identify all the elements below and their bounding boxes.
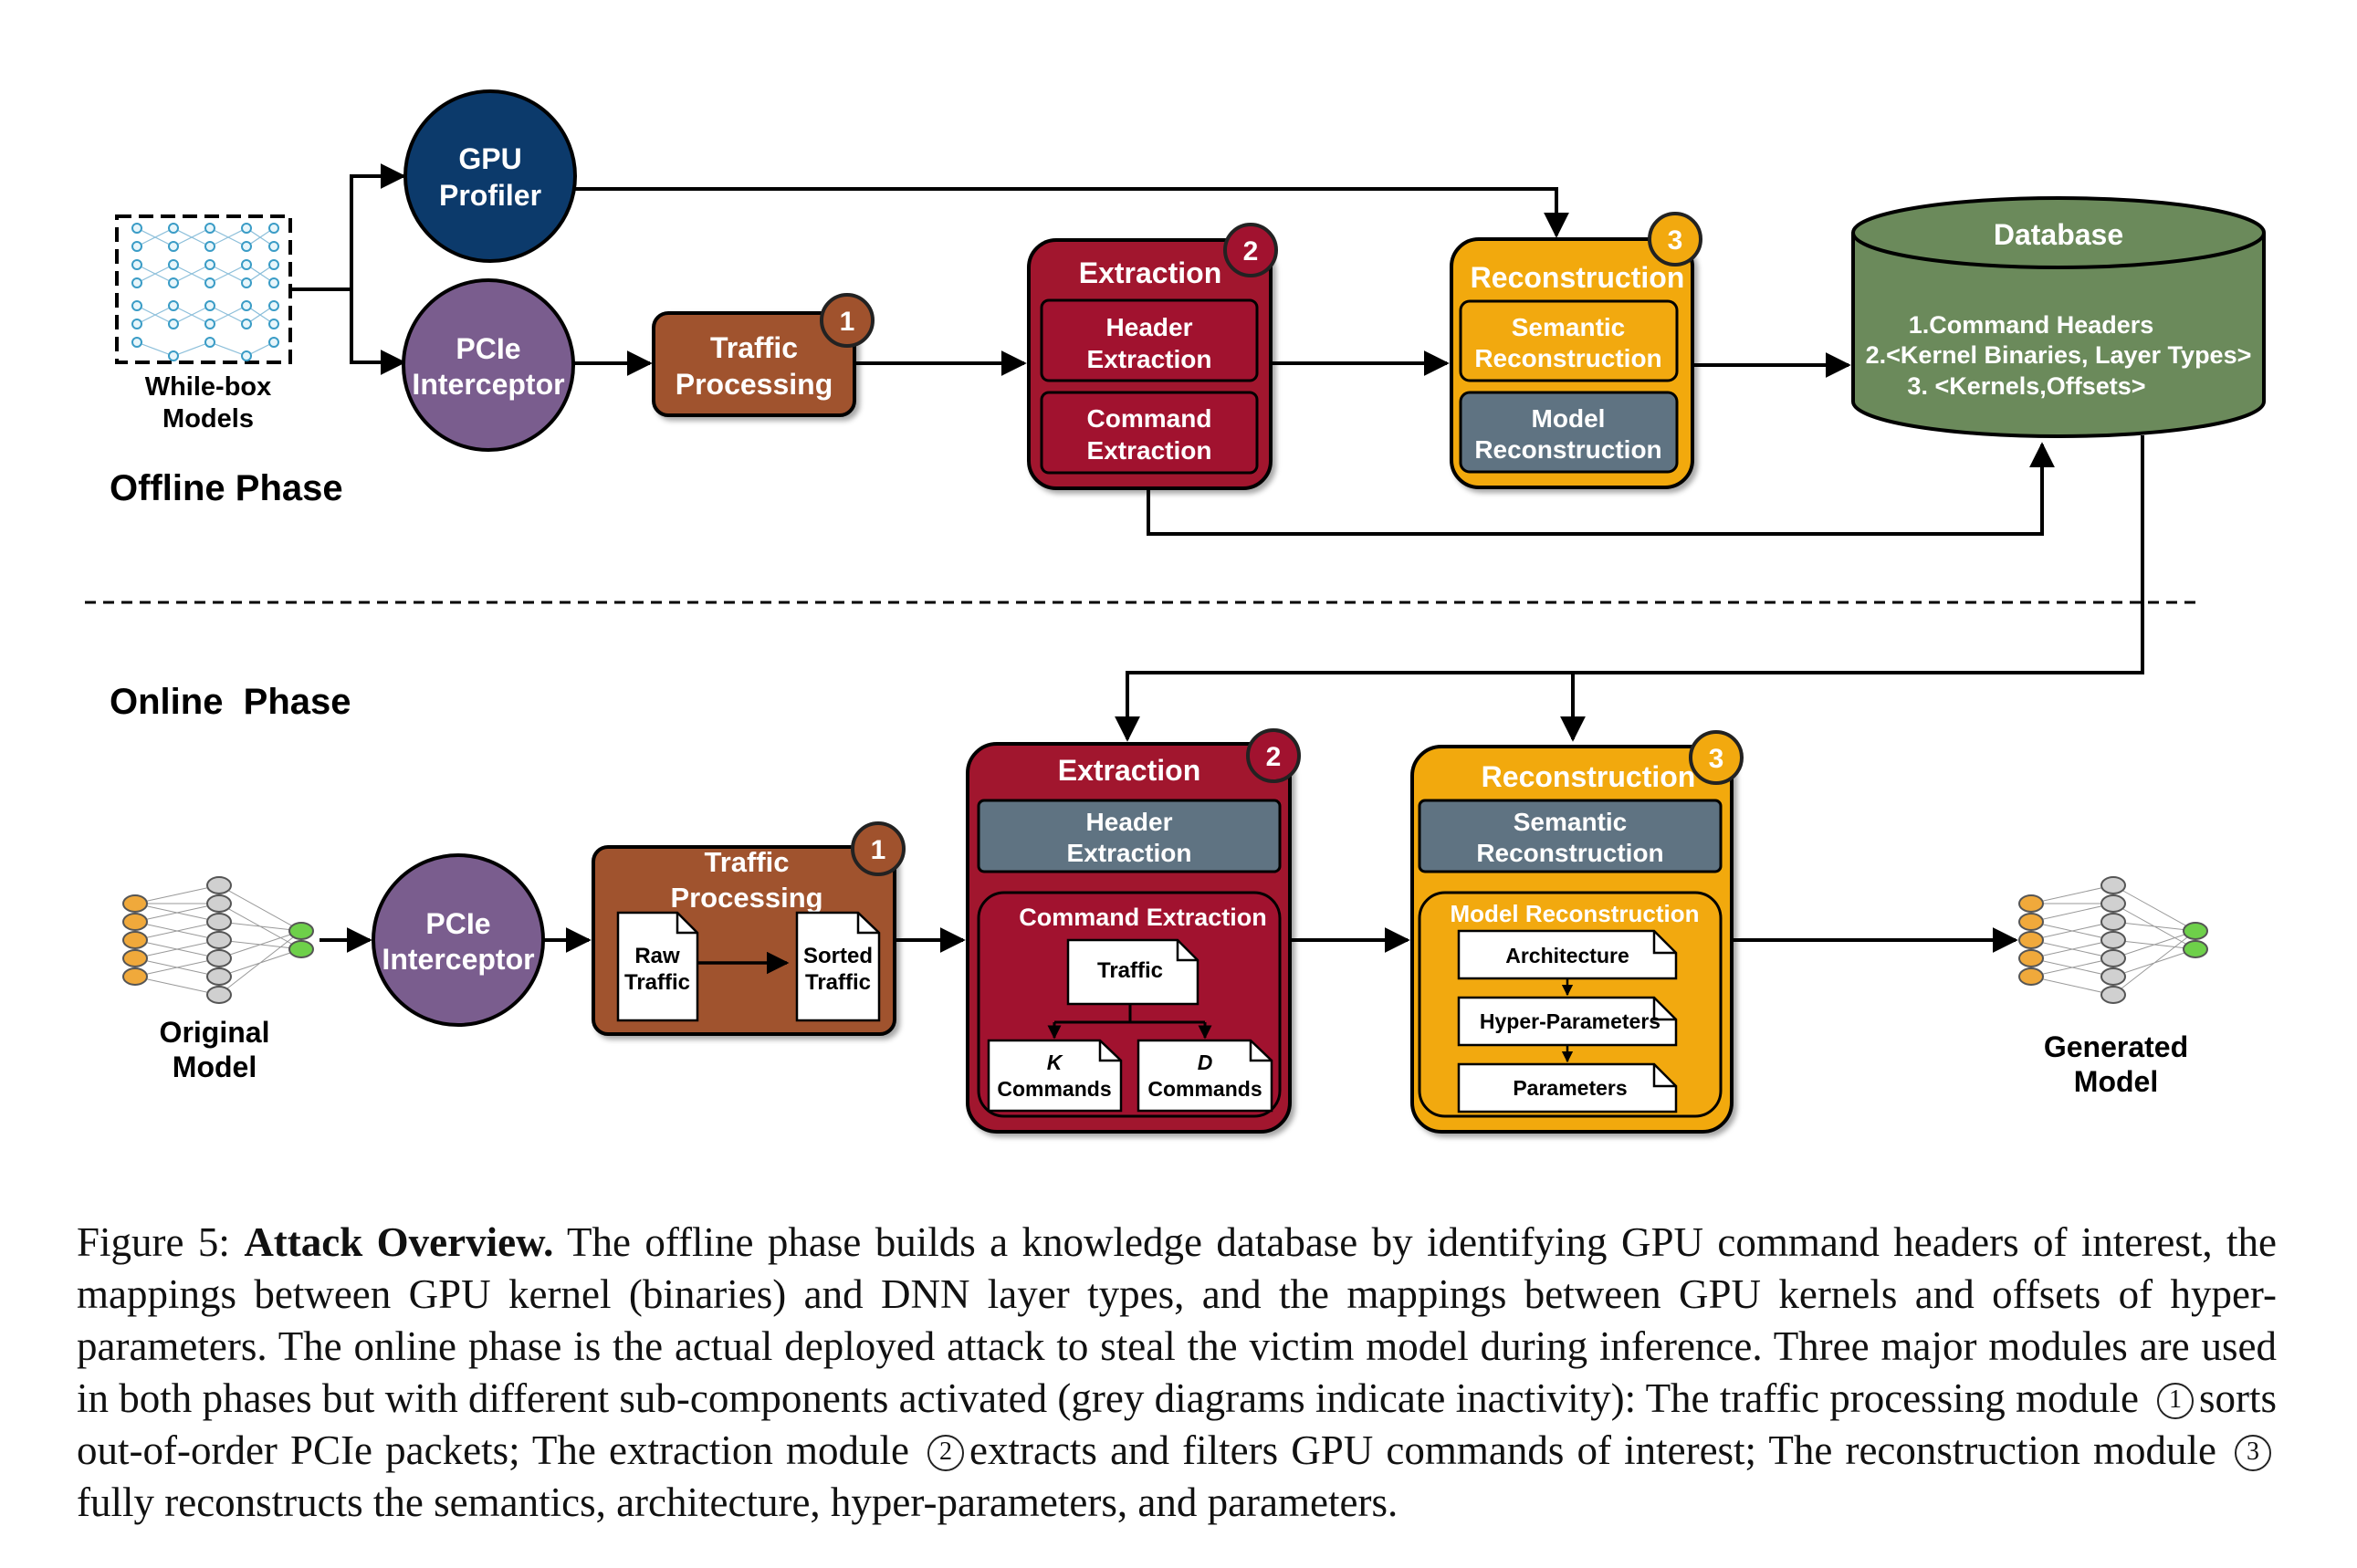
- badge-2-offline: 2: [1223, 223, 1278, 277]
- model-split-arrows: [290, 163, 406, 375]
- svg-text:Sorted: Sorted: [803, 944, 873, 968]
- svg-text:Reconstruction: Reconstruction: [1474, 344, 1661, 372]
- svg-text:Interceptor: Interceptor: [412, 368, 564, 401]
- svg-text:Parameters: Parameters: [1513, 1076, 1627, 1100]
- svg-text:PCIe: PCIe: [425, 907, 490, 940]
- original-model-icon: [122, 876, 314, 1004]
- svg-text:Header: Header: [1086, 808, 1173, 836]
- badge-3-offline: 3: [1648, 212, 1702, 267]
- svg-text:Traffic: Traffic: [624, 970, 690, 995]
- svg-text:Model: Model: [1532, 404, 1606, 433]
- offline-reconstruction-block: Reconstruction Semantic Reconstruction M…: [1450, 237, 1694, 489]
- svg-text:3: 3: [1709, 744, 1724, 774]
- svg-text:Command: Command: [1087, 404, 1212, 433]
- svg-text:Traffic: Traffic: [704, 846, 789, 878]
- parameters-doc-icon: Parameters: [1457, 1062, 1678, 1113]
- svg-text:Extraction: Extraction: [1079, 256, 1221, 289]
- svg-text:1: 1: [840, 307, 855, 337]
- sorted-traffic-doc-icon: Sorted Traffic: [795, 911, 881, 1022]
- offline-phase-label: Offline Phase: [110, 468, 343, 508]
- svg-text:Reconstruction: Reconstruction: [1471, 261, 1685, 294]
- online-reconstruction-block: Reconstruction Semantic Reconstruction M…: [1410, 745, 1734, 1134]
- circled-3-marker: 3: [2234, 1435, 2271, 1471]
- svg-text:3. <Kernels,Offsets>: 3. <Kernels,Offsets>: [1907, 372, 2145, 400]
- svg-text:Semantic: Semantic: [1514, 808, 1628, 836]
- svg-text:2.<Kernel Binaries, Layer Type: 2.<Kernel Binaries, Layer Types>: [1866, 341, 2252, 369]
- svg-text:1: 1: [871, 835, 886, 865]
- svg-text:Processing: Processing: [670, 882, 822, 914]
- circled-2-marker: 2: [927, 1435, 965, 1471]
- figure-label: Figure 5:: [77, 1219, 230, 1265]
- offline-pcie-interceptor-node: PCIe Interceptor: [402, 278, 575, 452]
- svg-text:D: D: [1198, 1051, 1213, 1074]
- svg-text:GPU: GPU: [458, 142, 521, 175]
- offline-traffic-processing-block: Traffic Processing: [652, 311, 856, 417]
- badge-3-online: 3: [1689, 730, 1744, 785]
- whitebox-label-1: While-box: [145, 372, 272, 402]
- gpu-profiler-node: GPU Profiler: [403, 89, 577, 263]
- svg-text:Semantic: Semantic: [1512, 313, 1626, 341]
- svg-text:Hyper-Parameters: Hyper-Parameters: [1480, 1009, 1660, 1033]
- svg-text:Profiler: Profiler: [439, 179, 541, 212]
- svg-text:2: 2: [1243, 236, 1259, 267]
- k-commands-doc-icon: K Commands: [987, 1039, 1123, 1113]
- svg-text:Processing: Processing: [676, 368, 833, 401]
- svg-text:Extraction: Extraction: [1058, 754, 1200, 787]
- svg-text:3: 3: [1668, 225, 1683, 256]
- svg-text:Traffic: Traffic: [1097, 958, 1163, 983]
- svg-text:Interceptor: Interceptor: [382, 943, 534, 976]
- svg-text:Traffic: Traffic: [805, 970, 871, 995]
- generated-model-label-2: Model: [2074, 1065, 2158, 1098]
- svg-text:Command Extraction: Command Extraction: [1019, 904, 1267, 931]
- svg-text:Extraction: Extraction: [1087, 345, 1212, 373]
- caption-part-2: sorts out-of-order PCIe packets; The ext…: [77, 1375, 2277, 1473]
- svg-text:Reconstruction: Reconstruction: [1474, 435, 1661, 464]
- badge-1-offline: 1: [820, 293, 875, 348]
- database-cylinder: Database 1.Command Headers 2.<Kernel Bin…: [1851, 196, 2266, 438]
- circled-1-marker: 1: [2156, 1383, 2194, 1419]
- online-pcie-interceptor-node: PCIe Interceptor: [372, 853, 545, 1027]
- whitebox-models-icon: [115, 214, 292, 364]
- svg-text:Commands: Commands: [997, 1077, 1111, 1101]
- original-model-label-1: Original: [160, 1016, 270, 1049]
- svg-text:Header: Header: [1106, 313, 1193, 341]
- profiler-to-reconstruction-arrow: [575, 187, 1569, 238]
- caption-part-4: fully reconstructs the semantics, archit…: [77, 1479, 1398, 1525]
- svg-text:Model Reconstruction: Model Reconstruction: [1450, 900, 1699, 927]
- badge-2-online: 2: [1246, 728, 1301, 783]
- d-commands-doc-icon: D Commands: [1137, 1039, 1273, 1113]
- online-extraction-block: Extraction Header Extraction Command Ext…: [966, 742, 1292, 1134]
- command-extraction-to-database-arrow: [1147, 442, 2055, 536]
- svg-text:Commands: Commands: [1147, 1077, 1262, 1101]
- svg-text:1.Command Headers: 1.Command Headers: [1909, 311, 2154, 339]
- figure-title: Attack Overview.: [244, 1219, 554, 1265]
- svg-text:2: 2: [1266, 742, 1282, 772]
- whitebox-label-2: Models: [162, 404, 254, 434]
- svg-text:Raw: Raw: [634, 944, 680, 968]
- figure-caption: Figure 5: Attack Overview. The offline p…: [77, 1217, 2277, 1529]
- architecture-doc-icon: Architecture: [1457, 929, 1678, 980]
- svg-text:Architecture: Architecture: [1505, 944, 1629, 967]
- caption-part-1: The offline phase builds a knowledge dat…: [77, 1219, 2278, 1421]
- svg-text:Database: Database: [1994, 218, 2123, 251]
- badge-1-online: 1: [851, 821, 906, 876]
- online-traffic-processing-block: Traffic Processing Raw Traffic Sorted Tr…: [592, 845, 896, 1036]
- generated-model-icon: [2018, 876, 2208, 1004]
- svg-text:Reconstruction: Reconstruction: [1482, 760, 1696, 793]
- offline-extraction-block: Extraction Header Extraction Command Ext…: [1027, 238, 1273, 490]
- svg-text:Extraction: Extraction: [1087, 436, 1212, 465]
- hyper-parameters-doc-icon: Hyper-Parameters: [1457, 996, 1678, 1047]
- svg-text:Extraction: Extraction: [1067, 839, 1192, 867]
- attack-overview-diagram: While-box Models GPU Profiler PCIe Inter…: [85, 89, 2266, 1134]
- raw-traffic-doc-icon: Raw Traffic: [616, 911, 699, 1022]
- caption-part-3: extracts and filters GPU commands of int…: [969, 1427, 2216, 1473]
- svg-text:Traffic: Traffic: [710, 331, 798, 364]
- svg-text:Reconstruction: Reconstruction: [1476, 839, 1663, 867]
- original-model-label-2: Model: [173, 1051, 257, 1083]
- svg-text:PCIe: PCIe: [456, 332, 520, 365]
- online-phase-label: Online Phase: [110, 682, 351, 722]
- svg-text:K: K: [1047, 1051, 1063, 1074]
- extraction-traffic-doc-icon: Traffic: [1066, 938, 1199, 1006]
- generated-model-label-1: Generated: [2044, 1030, 2188, 1063]
